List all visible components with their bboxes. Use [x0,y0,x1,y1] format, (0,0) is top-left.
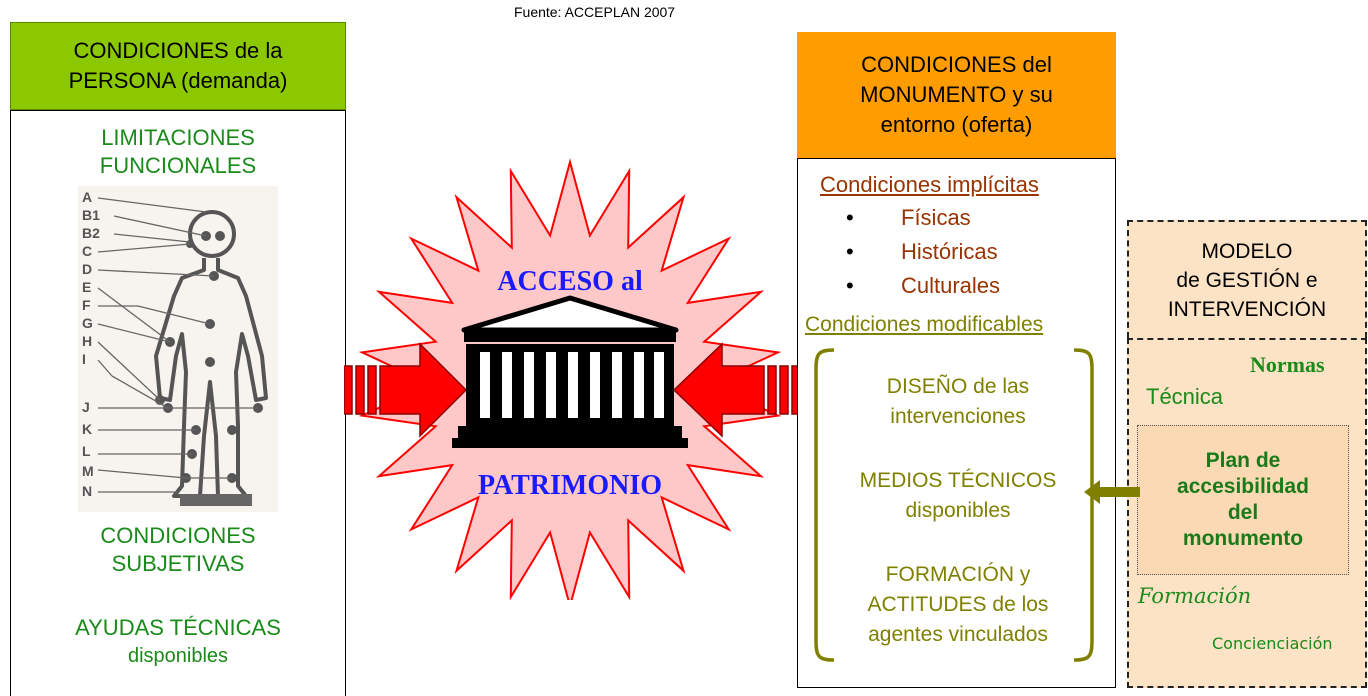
body-label-k: K [82,421,92,437]
model-header-line2: de GESTIÓN e [1176,268,1318,292]
body-labels: A B1 B2 C D E F G H I J K L M N [82,189,100,499]
monument-conditions-header: CONDICIONES del MONUMENTO y su entorno (… [797,32,1116,158]
aids-line1: AYUDAS TÉCNICAS [75,615,281,640]
heritage-label: PATRIMONIO [478,470,662,501]
accessibility-plan-box: Plan de accesibilidad del monumento [1137,425,1349,575]
left-arrow [344,342,468,438]
person-header-line1: CONDICIONES de la [73,38,283,63]
aids-line2: disponibles [127,645,229,667]
training-attitudes-item: FORMACIÓN y ACTITUDES de los agentes vin… [808,560,1108,650]
functional-limitations-label: LIMITACIONES FUNCIONALES [10,124,346,180]
body-label-e: E [82,279,91,295]
design-line2: intervenciones [890,405,1026,428]
subjective-conditions-label: CONDICIONES SUBJETIVAS [10,522,346,578]
technical-label: Técnica [1146,384,1224,409]
technical-means-item: MEDIOS TÉCNICOS disponibles [808,466,1108,526]
design-interventions-item: DISEÑO de las intervenciones [808,372,1108,432]
left-brace [814,348,835,662]
body-label-d: D [82,261,92,277]
plan-line3: del [1227,501,1259,524]
design-line1: DISEÑO de las [886,375,1030,398]
right-arrow [672,342,800,438]
body-label-c: C [82,243,92,259]
body-label-j: J [82,399,90,415]
implicit-conditions-title: Condiciones implícitas [820,172,1039,197]
implicit-conditions-list: Físicas Históricas Culturales [846,201,1000,303]
plan-line2: accesibilidad [1177,475,1309,498]
training-line3: agentes vinculados [868,623,1048,646]
body-label-g: G [82,315,93,331]
monument-header-line3: entorno (oferta) [880,112,1033,137]
access-heritage-diagram: ACCESO al PATRIMONIO [344,158,800,600]
subjective-line1: CONDICIONES [100,523,256,548]
body-label-f: F [82,297,91,313]
training-line1: FORMACIÓN y [885,563,1031,586]
body-label-h: H [82,333,92,349]
body-label-n: N [82,483,92,499]
human-body-figure: A B1 B2 C D E F G H I J K L M N [78,186,278,512]
model-header-line1: MODELO [1201,239,1293,263]
body-label-b1: B1 [82,207,100,223]
plan-arrow [1084,480,1140,504]
body-label-a: A [82,189,92,205]
monument-header-line1: CONDICIONES del [861,52,1052,77]
implicit-item: Físicas [846,201,1000,235]
body-label-l: L [82,443,91,459]
limitations-line1: LIMITACIONES [101,125,255,150]
awareness-label: Concienciación [1212,634,1333,653]
person-header-line2: PERSONA (demanda) [68,68,288,93]
temple-icon [452,295,688,448]
body-label-m: M [82,463,94,479]
monument-header-line2: MONUMENTO y su [860,82,1053,107]
means-line2: disponibles [905,499,1011,522]
subjective-line2: SUBJETIVAS [111,551,245,576]
training-label: Formación [1138,584,1252,608]
means-line1: MEDIOS TÉCNICOS [859,469,1057,492]
training-line2: ACTITUDES de los [867,593,1049,616]
model-header-line3: INTERVENCIÓN [1167,297,1327,321]
access-label: ACCESO al [497,266,643,297]
right-brace [1073,348,1094,662]
person-conditions-header: CONDICIONES de la PERSONA (demanda) [10,22,346,110]
limitations-line2: FUNCIONALES [99,153,257,178]
standards-label: Normas [1250,352,1325,377]
body-label-b2: B2 [82,225,100,241]
implicit-item: Históricas [846,235,1000,269]
modifiable-conditions-title: Condiciones modificables [805,313,1044,336]
body-label-i: I [82,351,86,367]
plan-line1: Plan de [1205,449,1281,472]
management-model-header: MODELO de GESTIÓN e INTERVENCIÓN [1127,220,1367,338]
plan-line4: monumento [1182,527,1304,550]
technical-aids-label: AYUDAS TÉCNICAS disponibles [10,614,346,670]
modifiable-braces [814,348,1094,662]
source-caption: Fuente: ACCEPLAN 2007 [514,4,676,20]
implicit-item: Culturales [846,269,1000,303]
